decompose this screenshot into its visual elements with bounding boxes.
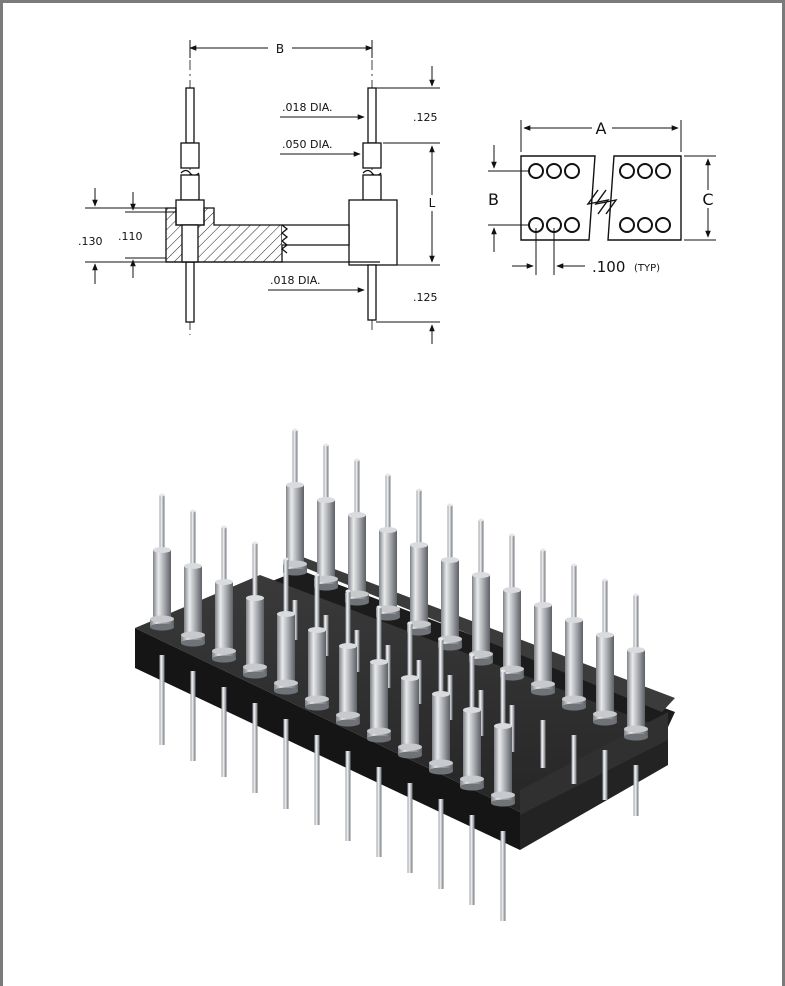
socket-pin <box>305 573 329 825</box>
socket-pin <box>562 563 586 784</box>
top-label-b: B <box>488 190 499 209</box>
socket-pin <box>429 637 453 889</box>
height-outer-label: .130 <box>78 235 103 248</box>
length-l-label: L <box>429 196 436 210</box>
top-pin-length-label: .125 <box>413 111 438 124</box>
top-label-a: A <box>596 119 607 138</box>
side-label-b: B <box>276 42 284 56</box>
socket-pin <box>491 669 515 921</box>
socket-pin <box>407 488 431 704</box>
socket-pin <box>181 509 205 761</box>
socket-pin <box>212 525 236 777</box>
socket-pin <box>283 428 307 640</box>
pitch-label: .100 <box>592 258 625 276</box>
socket-pin <box>336 589 360 841</box>
socket-pin <box>150 493 174 745</box>
socket-pin <box>531 548 555 768</box>
pitch-note: (TYP) <box>634 263 660 274</box>
socket-pin <box>460 653 484 905</box>
side-view <box>85 40 440 344</box>
socket-pin <box>243 541 267 793</box>
socket-pins <box>150 428 648 921</box>
top-label-c: C <box>702 190 713 209</box>
sleeve-dia-label: .050 DIA. <box>282 138 333 151</box>
socket-pin <box>593 578 617 800</box>
socket-pin <box>367 605 391 857</box>
pin-dia-bottom-label: .018 DIA. <box>270 274 321 287</box>
pin-dia-top-label: .018 DIA. <box>282 101 333 114</box>
socket-pin <box>398 621 422 873</box>
bottom-pin-length-label: .125 <box>413 291 438 304</box>
socket-pin <box>274 557 298 809</box>
socket-pin <box>624 593 648 816</box>
height-inner-label: .110 <box>118 230 143 243</box>
top-view <box>488 120 716 275</box>
